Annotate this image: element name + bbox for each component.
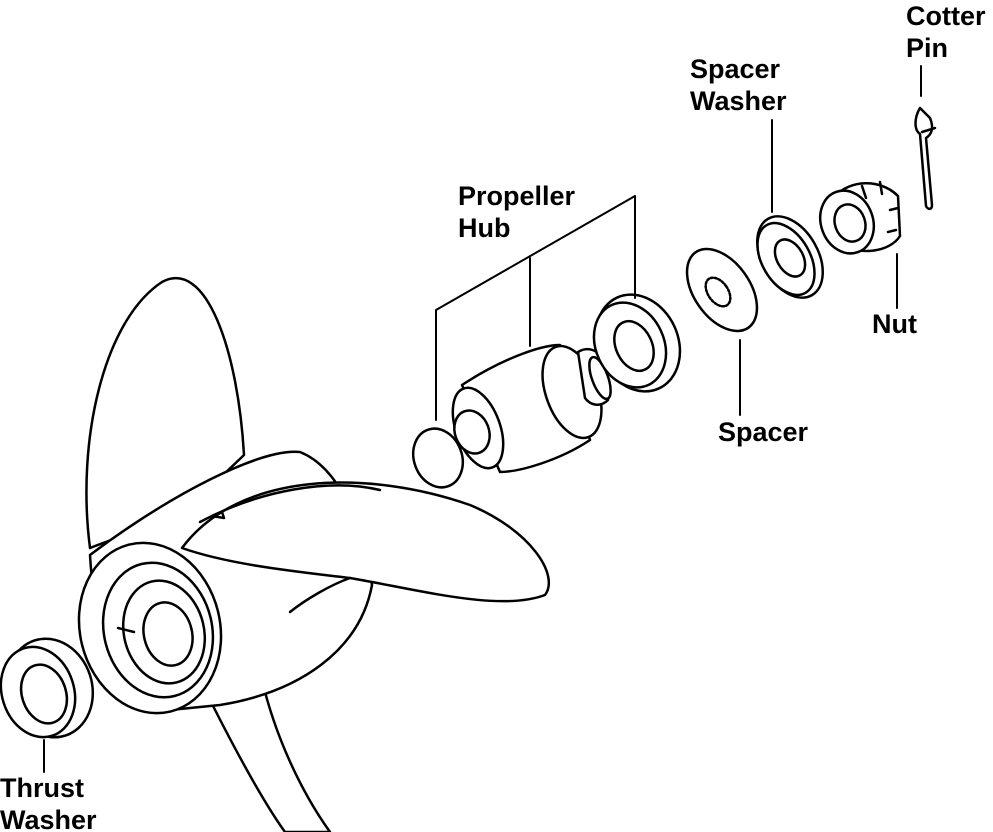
- thrust-washer: [0, 637, 95, 739]
- hub-ring: [592, 293, 682, 393]
- label-spacer: Spacer: [718, 416, 808, 448]
- propeller: [77, 276, 551, 832]
- label-spacer-washer: Spacer Washer: [690, 53, 787, 117]
- label-cotter-pin: Cotter Pin: [906, 0, 986, 64]
- label-cotter-pin-line2: Pin: [906, 33, 949, 63]
- label-thrust-washer-line2: Washer: [0, 805, 97, 832]
- label-spacer-line1: Spacer: [718, 417, 809, 447]
- spacer-part: [685, 247, 759, 333]
- label-spacer-washer-line2: Washer: [690, 86, 787, 116]
- label-cotter-pin-line1: Cotter: [906, 1, 986, 31]
- label-propeller-hub-line1: Propeller: [458, 181, 576, 211]
- spacer-washer-part: [756, 215, 824, 299]
- nut-part: [818, 180, 902, 255]
- label-spacer-washer-line1: Spacer: [690, 54, 781, 84]
- label-thrust-washer: Thrust Washer: [0, 772, 97, 832]
- leader-lines: [43, 65, 922, 773]
- propeller-lower-blade: [203, 678, 332, 832]
- propeller-hub-part: [411, 343, 612, 489]
- label-thrust-washer-line1: Thrust: [0, 773, 84, 803]
- label-propeller-hub-line2: Hub: [458, 213, 511, 243]
- label-propeller-hub: Propeller Hub: [458, 180, 575, 244]
- label-nut: Nut: [872, 308, 917, 340]
- label-nut-line1: Nut: [872, 309, 917, 339]
- propeller-right-blade: [180, 481, 551, 603]
- cotter-pin-part: [914, 106, 937, 211]
